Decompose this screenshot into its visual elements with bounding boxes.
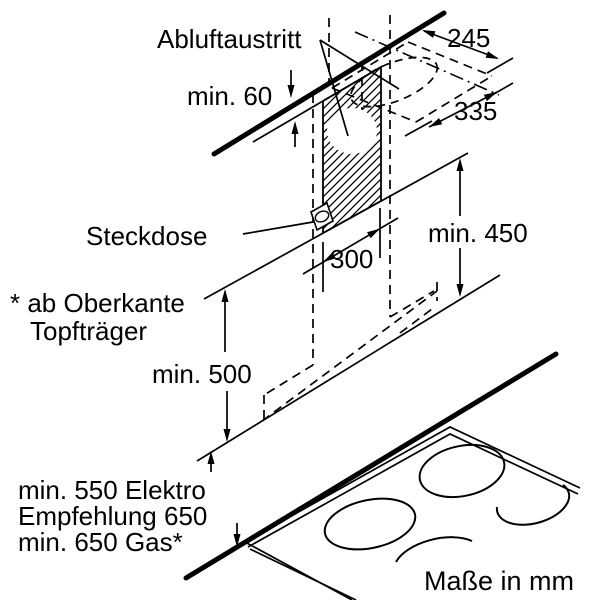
hood-top-right-edge	[389, 290, 435, 318]
label-socket: Steckdose	[86, 221, 207, 251]
hob-outer-edge	[244, 426, 581, 543]
hood-bottom-right-edge	[399, 305, 437, 334]
arrowhead-300-left	[323, 252, 336, 262]
worktop-hob	[183, 351, 581, 600]
hob-inner-edge	[247, 433, 579, 548]
label-hob-recommendation: Empfehlung 650	[18, 501, 207, 531]
arrowhead-500-up	[221, 289, 229, 302]
socket-outlet	[314, 210, 330, 223]
leader-socket	[242, 221, 314, 235]
dimension-300	[302, 208, 399, 292]
socket-box	[310, 201, 334, 232]
arrowhead-550-up	[207, 451, 215, 464]
chimney-hood-outline	[261, 15, 438, 422]
label-245: 245	[447, 23, 490, 53]
label-outlet: Abluftaustritt	[157, 24, 302, 54]
wall-outlet-hole	[327, 108, 377, 154]
dimension-hob-distance	[207, 451, 241, 547]
arrowhead-245-right	[485, 51, 499, 59]
arrowhead-450-down	[456, 284, 464, 297]
dimension-min60	[287, 70, 299, 147]
arrowhead-min60-up	[291, 121, 299, 134]
hood-bottom-front-edge	[261, 290, 438, 422]
ceiling-line	[211, 10, 447, 157]
footnote-line1: * ab Oberkante	[10, 288, 185, 318]
plan-outlet-hole	[349, 56, 439, 108]
arrowhead-450-up	[456, 158, 464, 171]
plan-right-edge	[407, 41, 493, 77]
arrowhead-300-right	[367, 228, 380, 239]
arrowhead-min60-down	[287, 85, 295, 98]
dimension-335	[404, 82, 514, 137]
label-300: 300	[330, 244, 373, 274]
hood-top-level-line	[203, 152, 469, 300]
wall-duct-hatch-strip	[322, 65, 382, 235]
socket-symbol	[310, 201, 334, 232]
plan-centerline	[354, 31, 500, 96]
arrowhead-335-left	[429, 118, 443, 127]
dimension-min450	[456, 158, 464, 297]
dimline-245	[423, 30, 498, 59]
units-note: Maße in mm	[424, 566, 574, 596]
label-335: 335	[454, 96, 497, 126]
hood-top-left-edge	[263, 364, 314, 396]
burner-front-arc	[395, 536, 473, 563]
label-hob-gas: min. 650 Gas*	[18, 527, 183, 557]
leader-outlet-wall	[319, 39, 349, 137]
dimline-300	[302, 217, 399, 275]
arrowhead-650-down	[233, 534, 241, 547]
burner-back	[418, 443, 506, 499]
hob-left-front-inner	[249, 548, 357, 600]
arrowhead-245-left	[422, 30, 436, 38]
label-hob-electric: min. 550 Elektro	[18, 475, 206, 505]
label-min450: min. 450	[428, 218, 528, 248]
burner-left	[323, 497, 417, 551]
hood-bottom-level-line	[196, 274, 501, 462]
tick-245	[486, 57, 514, 74]
arrowhead-500-down	[223, 429, 231, 442]
dimension-min500	[221, 289, 231, 442]
hob-left-front-outer	[244, 541, 353, 600]
label-min500: min. 500	[152, 359, 252, 389]
dimension-245	[422, 30, 514, 74]
burner-right-arc	[495, 484, 571, 526]
footnote-line2: Topfträger	[30, 316, 147, 346]
leader-lines	[242, 39, 400, 235]
tick-335-left	[404, 120, 433, 137]
label-min60: min. 60	[187, 81, 272, 111]
leader-outlet-ceiling	[319, 39, 400, 90]
arrowhead-335-right	[483, 92, 497, 102]
